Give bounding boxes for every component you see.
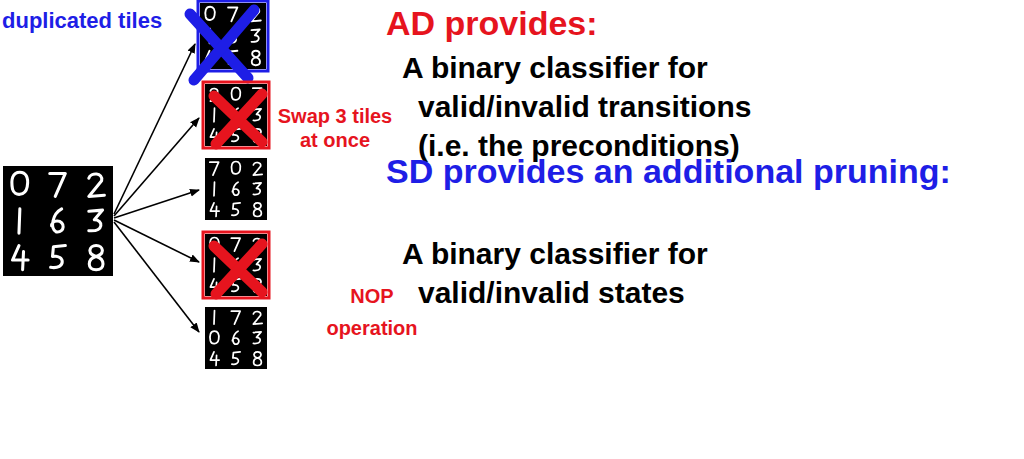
handwritten-digit <box>252 51 260 66</box>
handwritten-digit <box>253 259 261 271</box>
puzzle-grid <box>205 84 267 146</box>
handwritten-digit <box>253 109 261 121</box>
annotation: Swap 3 tiles at once <box>270 104 400 152</box>
handwritten-digit <box>205 7 214 20</box>
handwritten-digit <box>52 209 64 232</box>
handwritten-digit <box>231 311 240 324</box>
handwritten-digit <box>231 162 240 174</box>
handwritten-digit <box>228 7 237 21</box>
handwritten-digit <box>232 182 239 195</box>
transition-arrows <box>114 44 199 332</box>
grid-background <box>205 307 267 369</box>
grid-background <box>205 234 267 296</box>
highlight-border <box>203 232 269 298</box>
handwritten-digit <box>89 246 103 270</box>
handwritten-digit <box>210 162 219 175</box>
cross-stroke <box>216 94 262 144</box>
annotation: NOP operation <box>322 280 422 344</box>
handwritten-digit <box>232 352 240 364</box>
annotation: duplicated tiles <box>2 8 162 33</box>
puzzle-grid <box>3 166 113 276</box>
handwritten-digit <box>51 246 66 268</box>
handwritten-digit <box>12 172 28 194</box>
puzzle-grid <box>205 234 267 296</box>
handwritten-digit <box>13 246 29 270</box>
section-body: A binary classifier for valid/invalid st… <box>402 234 792 312</box>
grid-background <box>205 158 267 220</box>
handwritten-digit <box>210 352 219 366</box>
handwritten-digit <box>213 258 215 272</box>
grid-background <box>3 166 113 276</box>
section-heading: AD provides: <box>386 4 598 43</box>
handwritten-digit <box>213 182 215 196</box>
handwritten-digit <box>232 331 239 344</box>
handwritten-digit <box>231 238 240 251</box>
section-heading: SD provides an additional pruning: <box>386 152 951 191</box>
cross-marks <box>190 1 269 298</box>
handwritten-digit <box>253 332 261 344</box>
puzzle-grid <box>205 158 267 220</box>
handwritten-digit <box>89 174 105 196</box>
handwritten-digit <box>253 183 261 195</box>
handwritten-digit <box>251 29 259 41</box>
puzzle-grid <box>205 307 267 369</box>
arrow <box>114 222 199 332</box>
handwritten-digit <box>213 108 215 122</box>
arrow <box>114 118 199 216</box>
grid-background <box>205 84 267 146</box>
section-body: A binary classifier for valid/invalid tr… <box>402 48 792 165</box>
cross-stroke <box>216 244 262 294</box>
handwritten-digit <box>213 311 215 325</box>
puzzle-images <box>3 3 267 369</box>
handwritten-digit <box>254 203 262 217</box>
arrow <box>114 44 195 214</box>
handwritten-digit <box>231 88 240 100</box>
handwritten-digit <box>50 173 66 196</box>
arrow <box>114 220 199 262</box>
handwritten-digit <box>210 331 219 343</box>
arrow <box>114 190 199 218</box>
handwritten-digit <box>89 210 103 231</box>
handwritten-digit <box>232 203 240 215</box>
cross-stroke <box>194 10 254 80</box>
highlight-border <box>203 82 269 148</box>
handwritten-digit <box>254 352 262 366</box>
handwritten-digit <box>253 312 262 325</box>
handwritten-digit <box>17 209 21 233</box>
handwritten-digit <box>210 203 219 217</box>
handwritten-digit <box>253 163 262 176</box>
